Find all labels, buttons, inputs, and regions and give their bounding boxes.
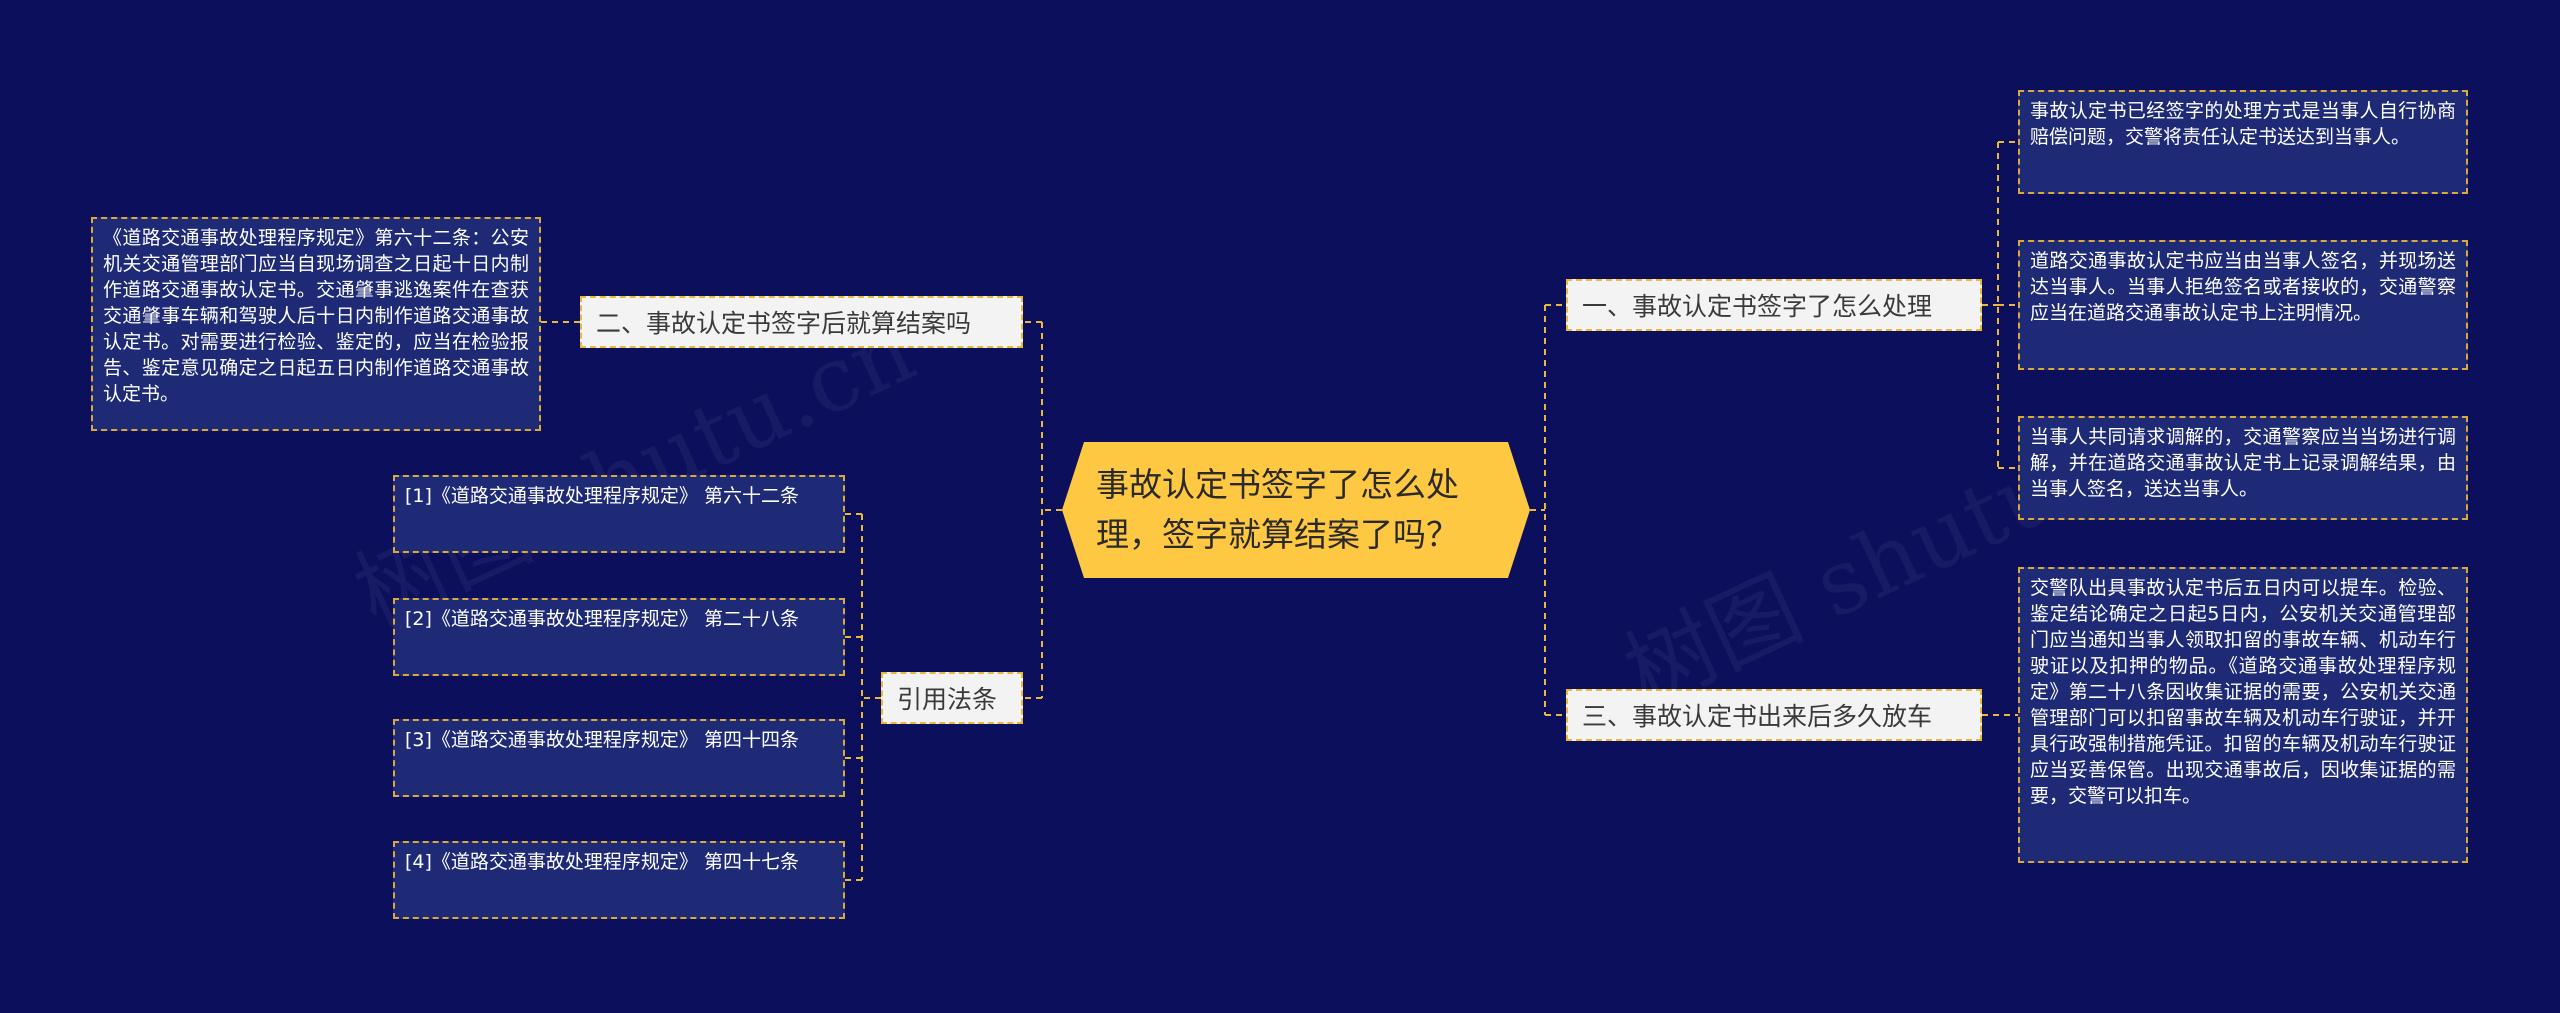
central-topic-text: 事故认定书签字了怎么处理，签字就算结案了吗？ [1096,465,1459,554]
central-topic[interactable]: 事故认定书签字了怎么处理，签字就算结案了吗？ [1062,442,1530,578]
branch-how-to-handle-signed[interactable]: 一、事故认定书签字了怎么处理 [1566,279,1982,331]
branch-vehicle-release-time[interactable]: 三、事故认定书出来后多久放车 [1566,689,1982,741]
leaf-law-citation-3[interactable]: [3]《道路交通事故处理程序规定》 第四十四条 [393,719,845,797]
branch-cited-laws[interactable]: 引用法条 [881,672,1023,724]
leaf-signed-handling-method[interactable]: 事故认定书已经签字的处理方式是当事人自行协商赔偿问题，交警将责任认定书送达到当事… [2018,90,2468,194]
leaf-law-citation-4[interactable]: [4]《道路交通事故处理程序规定》 第四十七条 [393,841,845,919]
leaf-law-citation-2[interactable]: [2]《道路交通事故处理程序规定》 第二十八条 [393,598,845,676]
leaf-signature-delivery[interactable]: 道路交通事故认定书应当由当事人签名，并现场送达当事人。当事人拒绝签名或者接收的，… [2018,240,2468,370]
leaf-law-citation-1[interactable]: [1]《道路交通事故处理程序规定》 第六十二条 [393,475,845,553]
leaf-mediation[interactable]: 当事人共同请求调解的，交通警察应当当场进行调解，并在道路交通事故认定书上记录调解… [2018,416,2468,520]
branch-signed-means-closed[interactable]: 二、事故认定书签字后就算结案吗 [580,296,1023,348]
leaf-vehicle-release-details[interactable]: 交警队出具事故认定书后五日内可以提车。检验、鉴定结论确定之日起5日内，公安机关交… [2018,567,2468,863]
leaf-article-62-detail[interactable]: 《道路交通事故处理程序规定》第六十二条：公安机关交通管理部门应当自现场调查之日起… [91,217,541,431]
